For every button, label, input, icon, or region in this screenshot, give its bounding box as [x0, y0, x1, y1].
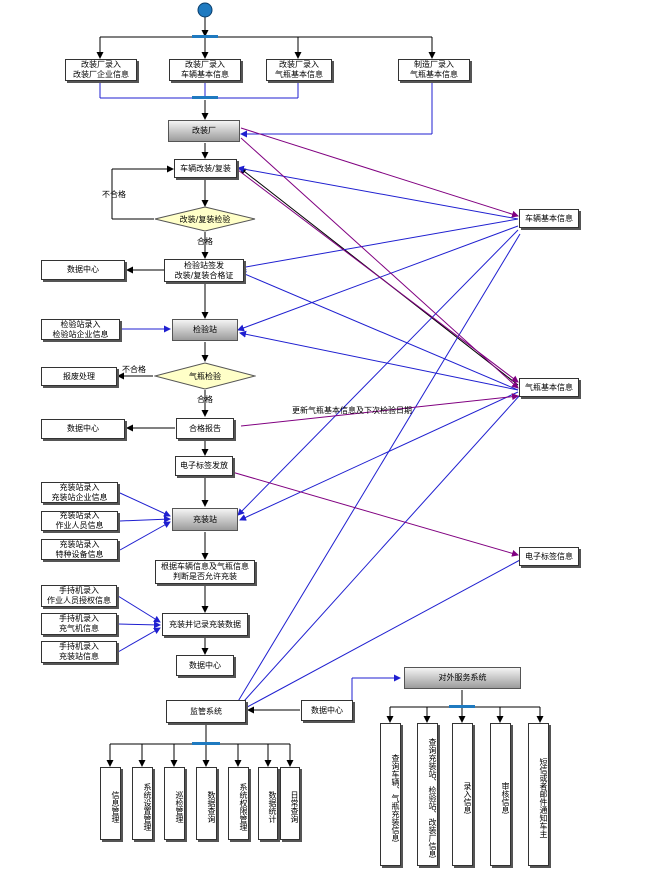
fail-label-1: 不合格	[102, 190, 126, 199]
subsystem-permissions: 系统权限管理	[228, 767, 249, 840]
external-notify-owner: 短信或者邮件通知车主	[528, 723, 549, 866]
data-center-2: 数据中心	[41, 419, 125, 439]
cylinder-check-decision: 气瓶检验	[154, 362, 256, 390]
etag-info: 电子标签信息	[519, 547, 579, 566]
modfac-entry-cylinder: 改装厂录入 气瓶基本信息	[266, 59, 332, 81]
data-center-4: 数据中心	[301, 700, 353, 721]
modify-check-decision: 改装/复装检验	[154, 206, 256, 232]
modfac-entry-vehicle: 改装厂录入 车辆基本信息	[169, 59, 241, 81]
supervision-system: 监管系统	[166, 700, 246, 723]
pass-label-1: 合格	[197, 237, 213, 246]
handheld-entry-filler: 手持机录入 充气机信息	[41, 613, 117, 635]
check-station-entry: 检验站录入 检验站企业信息	[41, 319, 120, 340]
filling-station: 充装站	[172, 508, 238, 531]
update-note: 更新气瓶基本信息及下次检验日期	[292, 406, 412, 415]
external-query-vehicle: 查询车辆、气瓶充装信息	[380, 723, 401, 866]
filling-entry-staff: 充装站录入 作业人员信息	[41, 511, 118, 531]
handheld-entry-auth: 手持机录入 作业人员授权信息	[41, 585, 117, 607]
subsystem-info-mgmt: 信息管理	[100, 767, 121, 840]
scrap-processing: 报废处理	[41, 367, 117, 386]
pass-report: 合格报告	[176, 418, 234, 439]
judge-filling: 根据车辆信息及气瓶信息 判断是否允许充装	[155, 560, 255, 584]
handheld-entry-station: 手持机录入 充装站信息	[41, 641, 117, 663]
maker-entry-cylinder: 制造厂录入 气瓶基本信息	[398, 59, 470, 81]
subsystem-settings: 系统设置管理	[132, 767, 153, 840]
external-entry-info: 录入信息	[452, 723, 473, 866]
subsystem-statistics: 数据统计	[258, 767, 278, 840]
data-center-3: 数据中心	[176, 655, 234, 676]
pass-label-2: 合格	[197, 395, 213, 404]
subsystem-inspection: 巡检管理	[164, 767, 185, 840]
external-review-info: 审核信息	[490, 723, 511, 866]
subsystem-daily-query: 日常查询	[280, 767, 300, 840]
fill-record: 充装并记录充装数据	[162, 613, 248, 636]
vehicle-modify: 车辆改装/复装	[174, 159, 237, 178]
modification-factory: 改装厂	[168, 120, 240, 142]
vehicle-info: 车辆基本信息	[519, 209, 579, 228]
check-station: 检验站	[172, 319, 238, 341]
data-center-1: 数据中心	[41, 260, 125, 280]
fail-label-2: 不合格	[122, 365, 146, 374]
external-query-stations: 查询充装站、检验站、改装厂信息	[417, 723, 438, 866]
cylinder-info: 气瓶基本信息	[519, 378, 579, 397]
external-service-system: 对外服务系统	[404, 667, 521, 689]
modfac-entry-company: 改装厂录入 改装厂企业信息	[65, 59, 137, 81]
etag-issue: 电子标签发放	[175, 456, 233, 476]
check-station-issue: 检验站签发 改装/复装合格证	[164, 259, 244, 282]
filling-entry-company: 充装站录入 充装站企业信息	[41, 482, 118, 503]
subsystem-data-query: 数据查询	[196, 767, 217, 840]
filling-entry-equipment: 充装站录入 特种设备信息	[41, 539, 118, 560]
